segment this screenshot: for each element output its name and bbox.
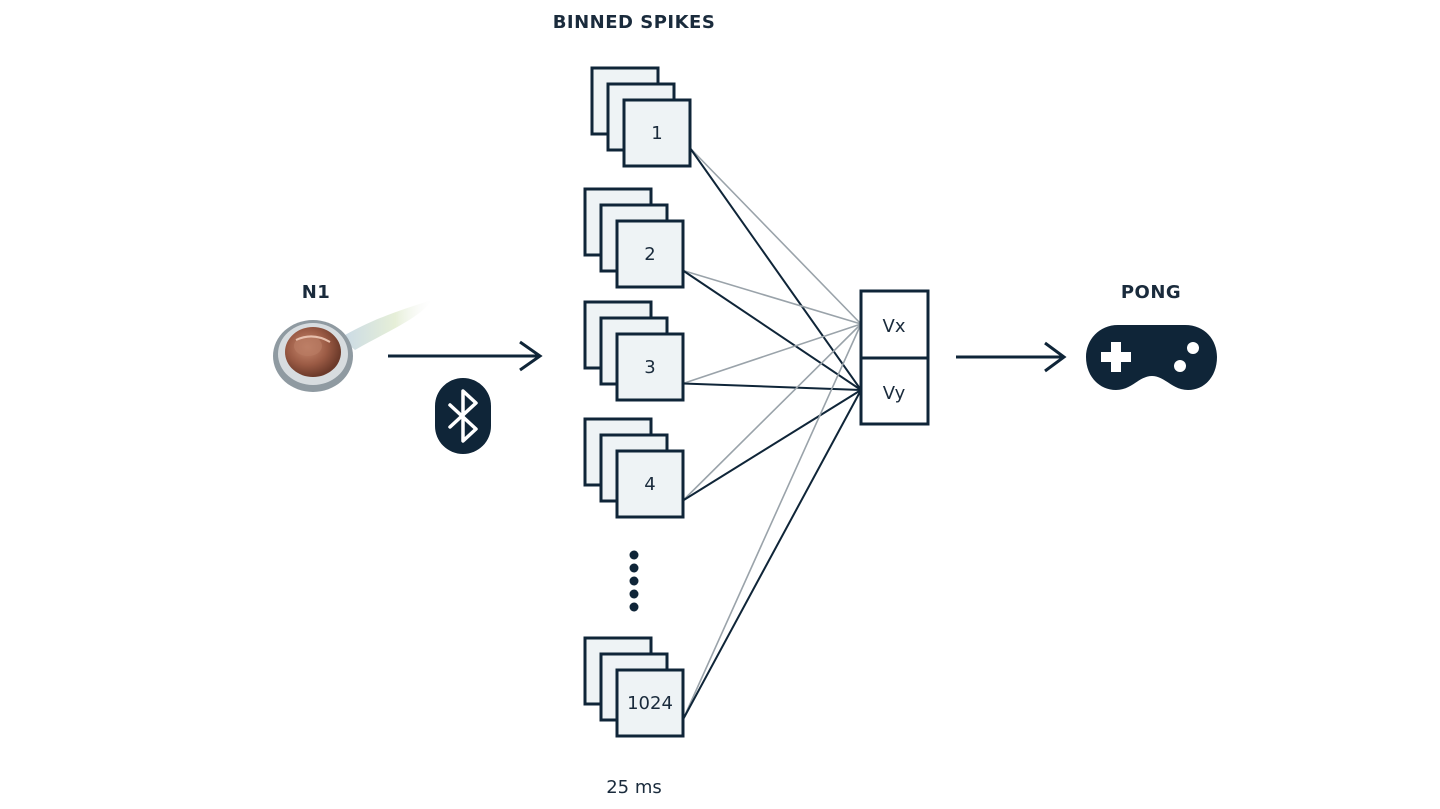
arrow-implant-to-spikes — [388, 340, 543, 372]
arrow-output-to-pong — [956, 341, 1067, 373]
spike-bin-card — [615, 219, 685, 289]
connection-2-vy — [682, 269, 862, 391]
connection-3-vx — [682, 323, 862, 385]
connection-5-vx — [682, 323, 862, 720]
channel-label: 1 — [651, 123, 662, 144]
channel-stack-1: 1 — [590, 66, 692, 168]
connection-4-vx — [682, 323, 862, 502]
output-box: Vx Vy — [859, 289, 930, 426]
bin-duration-label: 25 ms — [606, 777, 662, 798]
channel-stack-3: 3 — [583, 300, 685, 402]
connections — [682, 147, 862, 720]
channel-stack-4: 4 — [583, 417, 685, 519]
channel-label: 4 — [644, 474, 655, 495]
connection-2-vx — [682, 269, 862, 325]
n1-label: N1 — [302, 282, 331, 303]
bluetooth-icon — [435, 378, 491, 454]
connection-4-vy — [682, 389, 862, 502]
channel-label: 1024 — [627, 693, 673, 714]
pong-label: PONG — [1121, 282, 1181, 303]
spike-bin-card — [622, 98, 692, 168]
channel-stack-2: 2 — [583, 187, 685, 289]
output-vx: Vx — [883, 316, 906, 337]
spike-bin-card — [615, 668, 685, 738]
channel-stacks: 1 2 3 4 1024 — [583, 66, 692, 738]
channel-label: 3 — [644, 357, 655, 378]
connection-1-vy — [689, 147, 862, 391]
connection-5-vy — [682, 389, 862, 720]
spike-bin-card — [615, 449, 685, 519]
output-vy: Vy — [883, 383, 906, 404]
binned-spikes-title: BINNED SPIKES — [553, 12, 716, 33]
gamepad-icon — [1086, 325, 1217, 390]
spike-bin-card — [615, 332, 685, 402]
connection-1-vx — [689, 147, 862, 325]
ellipsis-dots — [629, 550, 639, 612]
channel-stack-5: 1024 — [583, 636, 685, 738]
channel-label: 2 — [644, 244, 655, 265]
n1-implant-icon — [273, 300, 432, 392]
